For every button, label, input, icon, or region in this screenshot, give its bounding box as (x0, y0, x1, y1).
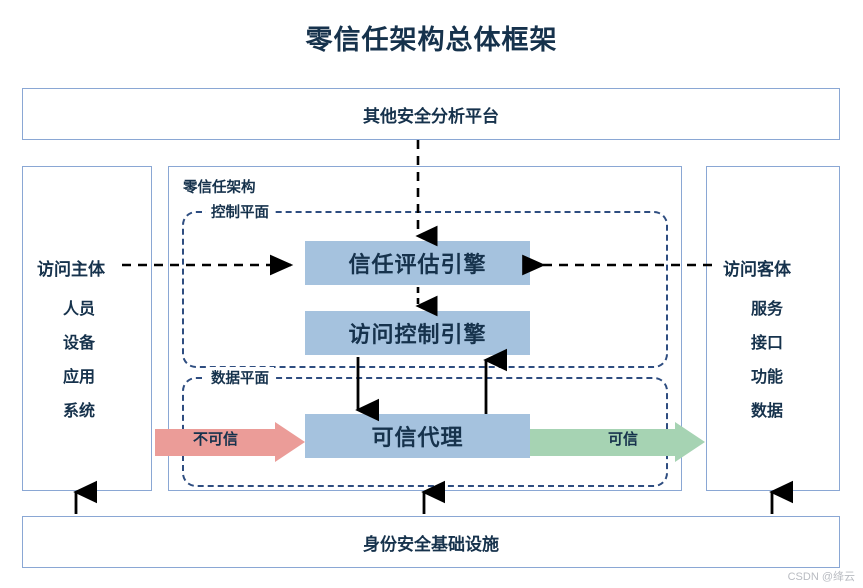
other-security-analysis-platform-box: 其他安全分析平台 (22, 88, 840, 140)
list-item: 服务 (751, 301, 784, 318)
trust-evaluation-engine-box: 信任评估引擎 (305, 241, 530, 285)
zero-trust-architecture-label: 零信任架构 (183, 180, 256, 196)
untrusted-arrow-head (275, 422, 305, 462)
other-security-analysis-platform-label: 其他安全分析平台 (363, 106, 499, 126)
identity-security-infrastructure-label: 身份安全基础设施 (363, 534, 499, 554)
control-plane-container: 控制平面 (182, 201, 668, 368)
identity-security-infrastructure-box: 身份安全基础设施 (22, 516, 840, 568)
trusted-arrow-head (675, 422, 705, 462)
list-item: 应用 (63, 369, 96, 386)
access-subject-heading: 访问主体 (37, 260, 105, 279)
untrusted-flow-arrow: 不可信 (155, 422, 305, 462)
list-item: 人员 (63, 301, 96, 318)
trusted-flow-label: 可信 (608, 431, 639, 448)
access-object-heading: 访问客体 (723, 260, 791, 279)
control-plane-label: 控制平面 (206, 201, 274, 222)
trusted-arrow-shaft (530, 428, 675, 456)
access-subject-panel: 访问主体 人员 设备 应用 系统 (22, 166, 152, 491)
list-item: 功能 (751, 369, 784, 386)
access-subject-list: 人员 设备 应用 系统 (63, 293, 95, 429)
watermark: CSDN @绛云 (787, 571, 855, 583)
list-item: 数据 (751, 403, 784, 420)
trusted-proxy-box: 可信代理 (305, 414, 530, 458)
list-item: 设备 (63, 335, 96, 352)
access-object-panel: 访问客体 服务 接口 功能 数据 (706, 166, 840, 491)
list-item: 接口 (751, 335, 784, 352)
page-title: 零信任架构总体框架 (305, 25, 558, 55)
list-item: 系统 (63, 403, 96, 420)
untrusted-flow-label: 不可信 (193, 431, 239, 448)
trusted-flow-arrow: 可信 (530, 422, 705, 462)
access-control-engine-box: 访问控制引擎 (305, 311, 530, 355)
access-object-list: 服务 接口 功能 数据 (751, 293, 783, 429)
data-plane-label: 数据平面 (206, 367, 274, 388)
untrusted-arrow-shaft (155, 428, 275, 456)
